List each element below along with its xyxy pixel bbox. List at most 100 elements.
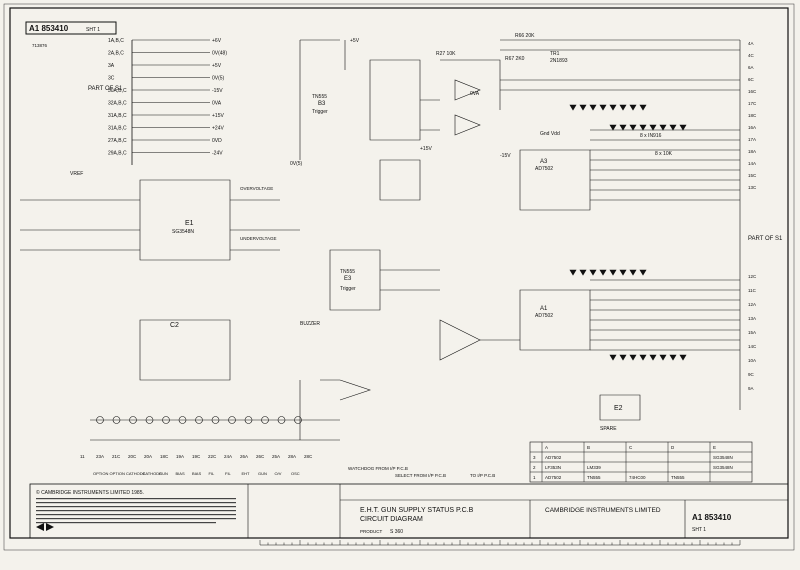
connector-pin-label: 32A,B,C [108,101,127,107]
rail-label: 0V(48) [212,51,227,57]
drawing-no-box [25,21,117,35]
copyright-fine-print [36,498,236,524]
diode-icon [609,269,617,276]
rail-label: 0VD [212,138,222,144]
right-pin-label: 16C [748,89,757,94]
sheet-border [9,7,789,539]
diode-icon [669,354,677,361]
right-pin-label: 14C [748,344,757,349]
block-tr1-type: 2N1893 [550,58,568,64]
issue-no: 713876 [32,43,48,48]
diode-icon [619,124,627,131]
diode-icon [569,269,577,276]
part-of-s1-left: PART OF S1 [88,86,123,92]
ic-table: 321AAD7502LF353NAD7502BLM339TN555C74HC00… [529,441,753,483]
diode-icon [669,124,677,131]
bottom-pin-label: 28C [304,454,313,459]
part-of-s1-right: PART OF S1 [748,236,783,242]
block-e2-name: SPARE [600,426,617,432]
diode-icon [619,354,627,361]
diode-icon [659,354,667,361]
diode-icon [579,269,587,276]
diode-icon [629,124,637,131]
rail-label: -24V [212,151,223,157]
diode-icon [609,124,617,131]
ic-table-header: A [545,445,548,450]
right-pin-label: 12A [748,302,756,307]
outer-border [3,3,795,551]
plus5-label: +5V [350,38,360,44]
connector-pin-label: 31A,B,C [108,113,127,119]
ic-table-cell: 3 [533,455,536,460]
right-pin-label: 4A [748,41,754,46]
right-pin-label: 17C [748,101,757,106]
title-sheet: SHT 1 [692,527,706,533]
connector-pin-label: 2A,B,C [108,51,124,57]
bottom-pin-label: 26C [256,454,265,459]
company-name: CAMBRIDGE INSTRUMENTS LIMITED [545,507,661,514]
product-label: PRODUCT [360,529,383,534]
bottom-pin-label: 20A [144,454,152,459]
right-pin-label: 15C [748,173,757,178]
ova-label: 0VA [470,91,480,97]
block-c2-label: C2 [170,322,179,329]
title-block [29,483,789,539]
r27-label: R27 10K [436,51,456,57]
led-icon [129,416,137,424]
diode-icon [629,104,637,111]
block-e1-label: E1 [185,220,194,227]
ic-table-cell: TN555 [587,475,601,480]
led-label: OPTION [93,471,108,476]
ic-table-cell: SG3548N [713,455,733,460]
block-e3-label: E3 [344,276,352,282]
right-pin-label: 4C [748,53,755,58]
diode-arrays [569,104,687,361]
connector-pin-label: 29A,B,C [108,151,127,157]
bottom-pin-label: 11 [80,454,85,459]
copyright: © CAMBRIDGE INSTRUMENTS LIMITED 1985. [36,489,144,496]
diode-icon [649,124,657,131]
led-label: OSC [291,471,300,476]
ic-table-cell: 74HC00 [629,475,646,480]
led-icon [162,416,170,424]
rail-label: +15V [212,113,224,119]
right-pin-label: 17A [748,137,756,142]
block-b3-type: TN555 [312,94,327,100]
block-a1-type: AD7502 [535,313,553,319]
buzzer-label: BUZZER [300,321,320,327]
block-e3-type: TN555 [340,269,355,275]
bottom-pin-label: 25A [272,454,280,459]
ic-table-cell: LM339 [587,465,601,470]
sheet-no-top: SHT 1 [86,27,100,33]
vref-label: VREF [70,171,83,177]
block-tr1-label: TR1 [550,51,560,57]
company-logo-icon [36,523,54,531]
right-pin-label: 18A [748,149,756,154]
block-a1-label: A1 [540,306,548,312]
right-pin-label: 10A [748,358,756,363]
connector-pin-label: 3C [108,76,115,82]
undervoltage-label: UNDERVOLTAGE [240,236,277,241]
led-label: BIAS [176,471,185,476]
bottom-pin-label: 26A [240,454,248,459]
diode-count-top: 8 x IN916 [640,133,662,139]
led-icon [96,416,104,424]
bottom-pin-label: 23A [96,454,104,459]
right-pin-label: 13C [748,185,757,190]
led-label: OPTION [110,471,125,476]
ic-table-cell: TN555 [671,475,685,480]
product-value: S 360 [390,529,403,535]
right-pin-label: 9A [748,386,754,391]
title-line-1: E.H.T. GUN SUPPLY STATUS P.C.B [360,507,474,514]
bottom-pin-label: 18C [160,454,169,459]
diode-icon [619,269,627,276]
rail-label: -15V [212,88,223,94]
connector-pin-label: 3A [108,63,115,69]
led-icon [294,416,302,424]
rail-label: +6V [212,38,222,44]
right-pin-label: 14A [748,161,756,166]
diode-icon [609,104,617,111]
to-ip-label: TO I/P P.C.B [470,473,495,478]
